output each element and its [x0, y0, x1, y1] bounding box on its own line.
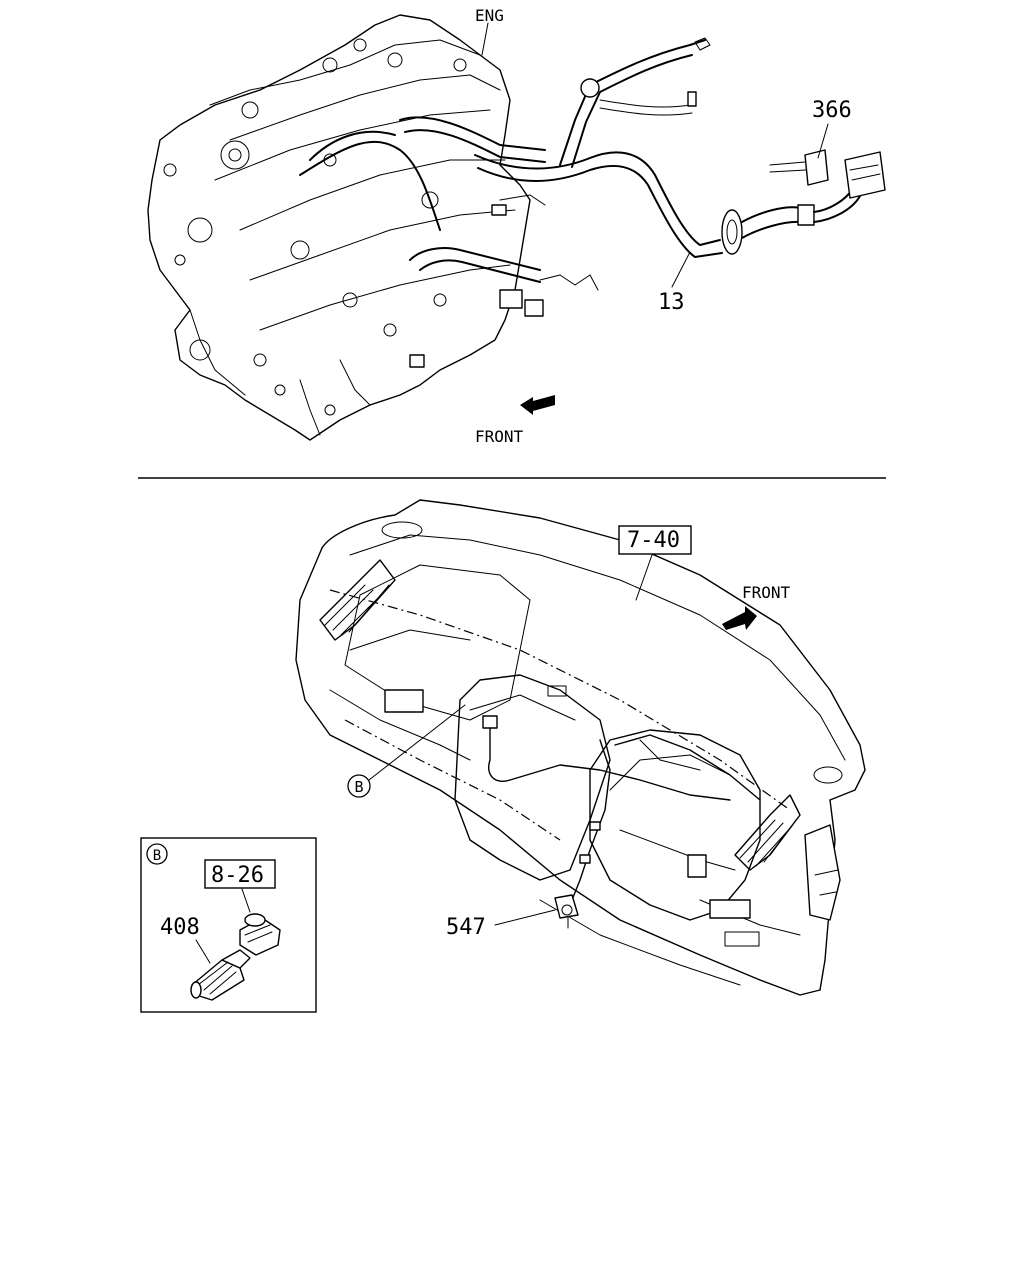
leader-callout-b: [368, 704, 466, 781]
engine-assembly: [147, 14, 599, 441]
leader-547: [494, 909, 556, 926]
leader-7-40: [635, 554, 653, 601]
front-arrow-bottom: FRONT: [722, 583, 791, 630]
eng-label: ENG: [475, 6, 504, 25]
engine-harness-upper: [559, 37, 711, 168]
ref-number-7-40: 7-40: [627, 528, 680, 553]
eng-leader-line: [481, 22, 489, 56]
connector-366: [769, 149, 886, 199]
callout-b-circle: [347, 774, 371, 798]
part-number-13: 13: [658, 290, 685, 315]
part-number-366: 366: [812, 98, 852, 123]
front-arrow-top: FRONT: [475, 395, 555, 446]
front-label-bottom: FRONT: [742, 583, 791, 602]
dashboard-assembly: [295, 499, 866, 996]
plug-part: [190, 949, 251, 1001]
detail-callout-b-letter: B: [153, 848, 161, 864]
ref-number-8-26: 8-26: [211, 863, 264, 888]
part-number-408: 408: [160, 915, 200, 940]
front-label-top: FRONT: [475, 427, 524, 446]
dashboard-harness: [482, 715, 761, 906]
ref-box-7-40: [618, 525, 692, 555]
part-number-547: 547: [446, 915, 486, 940]
socket-part: [239, 913, 281, 956]
callout-b-letter: B: [354, 778, 363, 796]
leader-13: [671, 251, 691, 288]
ref-box-8-26: [204, 859, 276, 889]
vacuum-hose-13: [474, 151, 861, 258]
leader-366: [817, 123, 829, 159]
connector-547: [554, 894, 579, 929]
detail-b-box: B 8-26 408: [140, 837, 317, 1013]
